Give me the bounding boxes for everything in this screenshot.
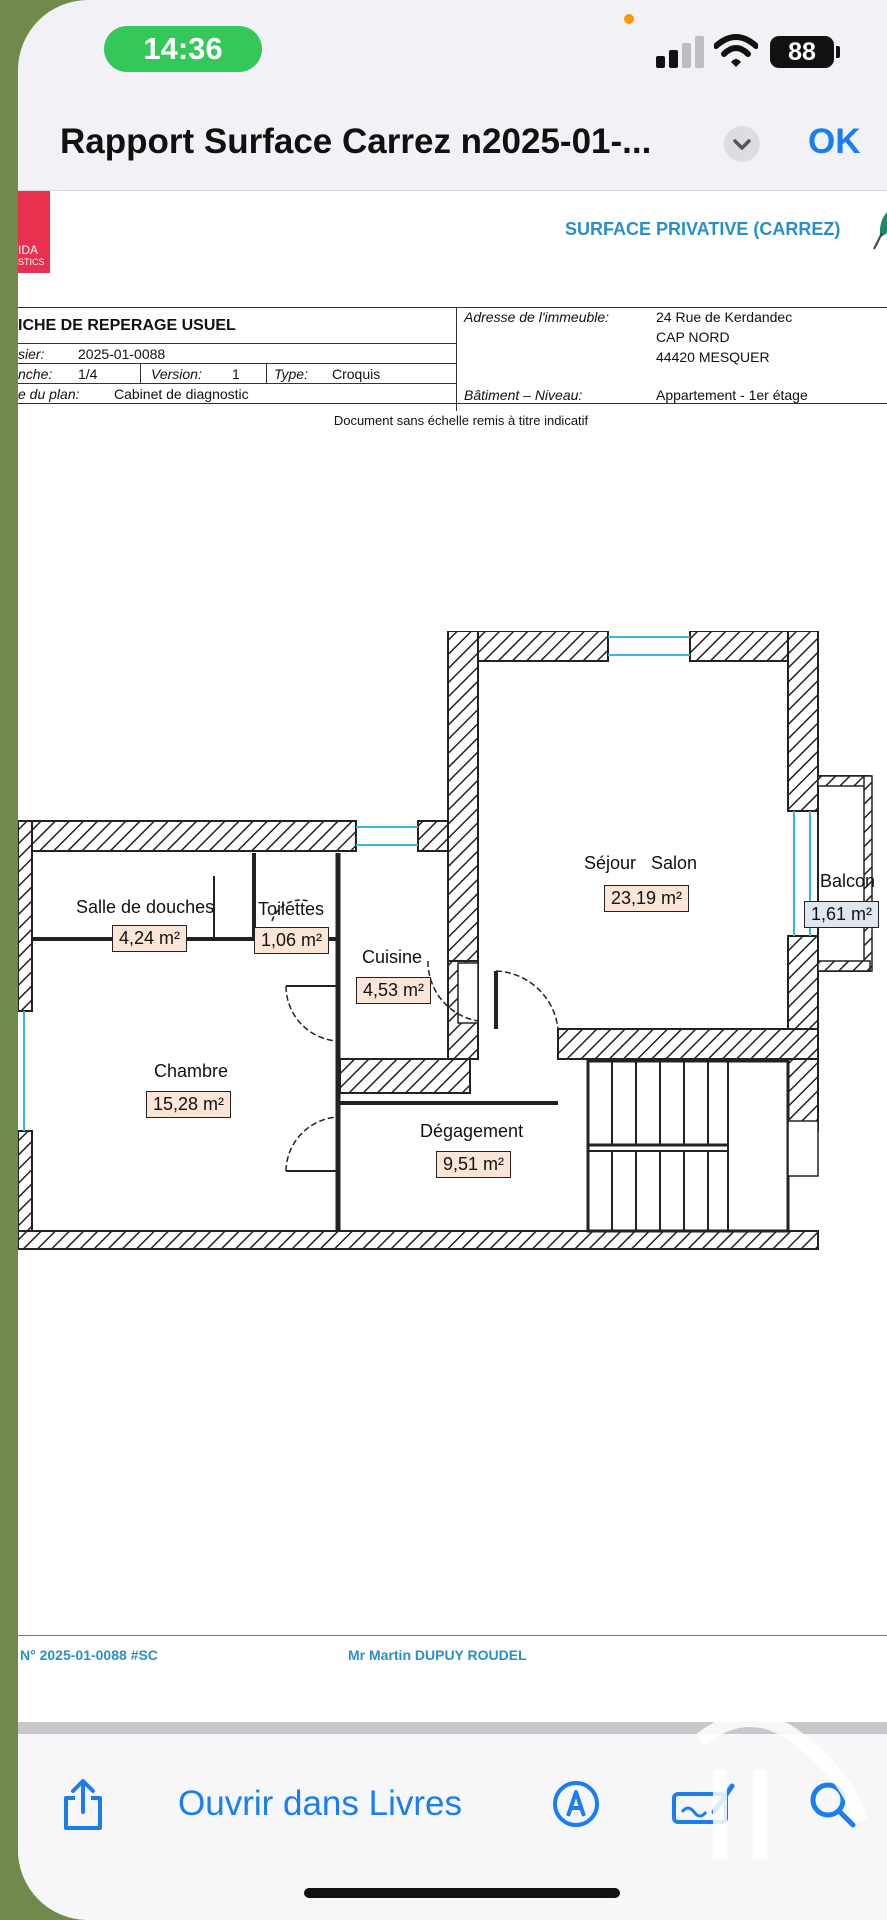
building-label: Bâtiment – Niveau: [464,387,583,403]
room-area-toilettes: 1,06 m² [254,927,330,954]
room-name-balcon: Balcon [820,871,876,891]
room-labels: Séjour Salon 23,19 m² Balcon 1,61 m² Sal… [18,631,887,1271]
origin-value: Cabinet de diagnostic [114,386,249,402]
address-line-1: 24 Rue de Kerdandec [656,309,793,325]
planche-value: 1/4 [78,366,98,382]
planche-label: nche: [18,366,53,382]
title-menu-button[interactable] [724,126,760,162]
room-area-cuisine: 4,53 m² [356,977,432,1004]
version-value: 1 [232,366,240,382]
room-name-degagement: Dégagement [420,1121,524,1141]
address-line-2: CAP NORD [656,329,730,345]
dossier-value: 2025-01-0088 [78,346,166,362]
room-name-toilettes: Toilettes [258,899,325,919]
address-line-3: 44420 MESQUER [656,349,770,365]
floor-plan [18,631,873,1250]
search-icon[interactable] [808,1780,856,1828]
battery-icon: 88 [770,36,834,68]
sheet-title: ICHE DE REPERAGE USUEL [18,317,236,334]
type-value: Croquis [332,366,381,382]
pdf-page[interactable]: IDA STICS SURFACE PRIVATIVE (CARREZ) ICH… [18,190,887,1722]
open-in-books-button[interactable]: Ouvrir dans Livres [178,1784,462,1823]
battery-tip [836,46,840,58]
room-name-salle-de-douches: Salle de douches [76,897,215,917]
logo-text-2: STICS [18,257,45,267]
room-area-salle-de-douches: 4,24 m² [112,925,188,952]
room-area-chambre: 15,28 m² [146,1091,232,1118]
footer-divider [18,1635,887,1636]
markup-icon[interactable] [552,1780,600,1828]
status-time: 14:36 [104,26,262,72]
footer-operator: Mr Martin DUPUY ROUDEL [348,1647,527,1663]
info-table: ICHE DE REPERAGE USUEL sier: 2025-01-008… [18,307,887,411]
leaf-logo-icon [873,212,887,250]
home-indicator[interactable] [304,1888,620,1898]
iad-watermark-icon [695,1713,867,1860]
chevron-down-icon [733,139,751,150]
company-logo: IDA STICS [18,191,50,273]
room-name-chambre: Chambre [154,1061,229,1081]
report-section-title: SURFACE PRIVATIVE (CARREZ) [565,219,841,239]
origin-label: e du plan: [18,386,80,402]
room-area-degagement: 9,51 m² [436,1151,512,1178]
signal-icon [656,36,704,68]
ok-button[interactable]: OK [808,122,861,161]
room-area-sejour: 23,19 m² [604,885,690,912]
dossier-label: sier: [18,346,45,362]
wifi-icon [714,34,758,67]
address-label: Adresse de l'immeuble: [464,309,610,325]
type-label: Type: [274,366,308,382]
room-name-cuisine: Cuisine [362,947,423,967]
page-separator [18,1722,887,1734]
version-label: Version: [151,366,202,382]
share-icon[interactable] [60,1778,106,1832]
phone-screen: 14:36 88 Rapport Surface Carrez n2025-01… [18,0,887,1920]
logo-text-1: IDA [18,243,39,257]
mic-indicator-icon [624,14,634,24]
building-value: Appartement - 1er étage [656,387,808,403]
scale-disclaimer: Document sans échelle remis à titre indi… [333,413,589,428]
room-name-sejour: Séjour Salon [584,853,698,873]
room-area-balcon: 1,61 m² [804,901,880,928]
document-title: Rapport Surface Carrez n2025-01-... [60,122,652,161]
footer-reference: N° 2025-01-0088 #SC [20,1647,158,1663]
